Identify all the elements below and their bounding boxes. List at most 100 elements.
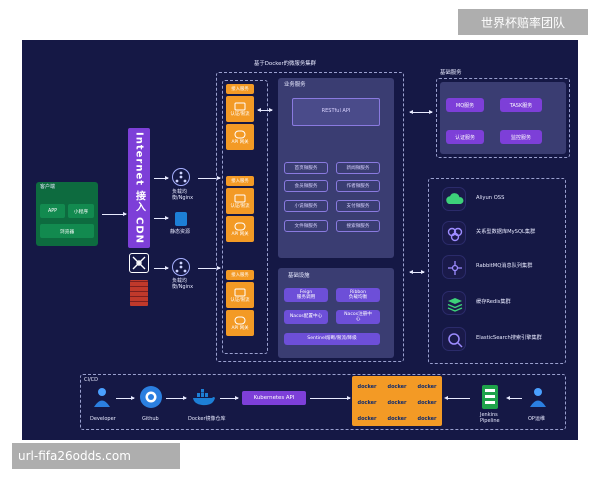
base-service-auth: 认证服务 xyxy=(446,130,484,144)
arrow-lb2-gateway xyxy=(198,266,221,270)
restful-api-box xyxy=(292,98,380,126)
service-novel: 小说微服务 xyxy=(284,200,328,212)
developer-label: Developer xyxy=(90,416,116,422)
infrastructure-title: 基础设施 xyxy=(288,273,310,279)
github-icon xyxy=(140,386,162,408)
docker-cell-6: docker xyxy=(417,400,437,406)
service-member: 会员微服务 xyxy=(284,180,328,192)
arrow-lb1-gateway xyxy=(198,176,221,180)
load-balancer-icon-2 xyxy=(172,258,190,276)
gateway-2-auth-icon xyxy=(234,194,246,202)
service-file: 文件微服务 xyxy=(284,220,328,232)
arrow-github-docker xyxy=(166,396,187,400)
arrow-cdn-static xyxy=(154,216,169,220)
gateway-1-access: 接入服务 xyxy=(226,84,254,94)
docker-cell-2: docker xyxy=(387,384,407,390)
middleware-row-rabbitmq: RabbitMQ消息队列集群 xyxy=(438,254,562,280)
github-label: Github xyxy=(142,416,159,422)
cicd-frame xyxy=(80,374,566,430)
gateway-1-link-icon xyxy=(234,130,246,138)
base-service-task: TASK服务 xyxy=(500,98,542,112)
docker-cluster-title: 基于Docker的微服务集群 xyxy=(254,61,316,67)
service-search: 搜索微服务 xyxy=(336,220,380,232)
docker-whale-icon xyxy=(192,387,216,407)
gateway-3-api: API 网关 xyxy=(226,310,254,336)
docker-cell-1: docker xyxy=(357,384,377,390)
jenkins-icon xyxy=(480,384,500,410)
docker-container-grid: docker docker docker docker docker docke… xyxy=(352,376,442,426)
jenkins-label: Jenkins xyxy=(480,412,498,418)
gateway-group-3: 接入服务 认证/限流 API 网关 xyxy=(226,270,254,348)
restful-api-label: RESTful API xyxy=(321,108,351,114)
gateway-2-api-label: API 网关 xyxy=(231,231,249,237)
docker-cell-7: docker xyxy=(357,416,377,422)
gateway-2-auth: 认证/限流 xyxy=(226,188,254,214)
arrow-cluster-base xyxy=(409,110,433,114)
watermark-top: 世界杯赔率团队 xyxy=(458,9,588,35)
gateway-1-auth: 认证/限流 xyxy=(226,96,254,122)
middleware-label-redis: 缓存Redis集群 xyxy=(476,299,511,305)
cdn-firewall-icon xyxy=(130,280,148,306)
cache-icon xyxy=(442,291,466,315)
feign-box: Feign 服务调用 xyxy=(284,288,328,302)
lb1-label-2: 衡/Nginx xyxy=(172,195,194,201)
gateway-1-api-label: API 网关 xyxy=(231,139,249,145)
arrow-k8s-docker-cluster xyxy=(310,396,351,400)
arrow-jenkins-docker-head xyxy=(444,396,448,400)
client-app: APP xyxy=(40,204,65,218)
middleware-label-rabbitmq: RabbitMQ消息队列集群 xyxy=(476,263,533,269)
watermark-bottom: url-fifa26odds.com xyxy=(12,443,180,469)
middleware-row-mysql: 关系型数据库MySQL集群 xyxy=(438,220,562,246)
ops-label: OP运维 xyxy=(528,416,545,422)
lb2-label-2: 衡/Nginx xyxy=(172,284,194,290)
gateway-3-link-icon xyxy=(234,316,246,324)
cicd-title: CI/CD xyxy=(84,377,98,383)
middleware-row-redis: 缓存Redis集群 xyxy=(438,290,562,316)
developer-icon xyxy=(92,386,112,408)
search-engine-icon xyxy=(442,327,466,351)
gateway-2-access: 接入服务 xyxy=(226,176,254,186)
nacos-registry-label: Nacos注册中 xyxy=(344,311,372,317)
arrow-jenkins-docker xyxy=(446,398,470,399)
base-service-monitor: 监控服务 xyxy=(500,130,542,144)
database-icon xyxy=(442,221,466,245)
architecture-diagram: 客户端 APP 小程序 浏览器 Internet 接入 CDN 负载均 衡/Ng… xyxy=(22,40,578,440)
lb1-label-1: 负载均 xyxy=(172,189,188,195)
docker-cell-5: docker xyxy=(387,400,407,406)
gateway-3-auth: 认证/限流 xyxy=(226,282,254,308)
arrow-ops-jenkins xyxy=(508,398,522,399)
nacos-registry-box: Nacos注册中 心 xyxy=(336,310,380,324)
ops-engineer-icon xyxy=(528,386,548,408)
feign-sublabel: 服务调用 xyxy=(296,295,316,300)
arrow-dev-github xyxy=(116,396,135,400)
feign-label: Feign xyxy=(299,289,313,295)
client-miniprogram: 小程序 xyxy=(68,204,94,218)
docker-cell-4: docker xyxy=(357,400,377,406)
middleware-row-es: ElasticSearch搜索引擎集群 xyxy=(438,326,562,352)
gateway-3-access: 接入服务 xyxy=(226,270,254,280)
lb2-label-1: 负载均 xyxy=(172,278,188,284)
static-resource-label: 静态资源 xyxy=(170,229,191,235)
gateway-1-auth-label: 认证/限流 xyxy=(230,111,250,117)
arrow-cdn-lb2 xyxy=(154,266,169,270)
docker-cell-3: docker xyxy=(417,384,437,390)
middleware-label-es: ElasticSearch搜索引擎集群 xyxy=(476,335,542,341)
arrow-docker-k8s xyxy=(220,396,239,400)
pipeline-label: Pipeline xyxy=(480,418,500,424)
ribbon-sublabel: 负载均衡 xyxy=(348,295,368,300)
gateway-1-auth-icon xyxy=(234,102,246,110)
gateway-1-api: API 网关 xyxy=(226,124,254,150)
middleware-row-oss: Aliyun OSS xyxy=(438,186,562,212)
docker-repo-label: Docker镜像仓库 xyxy=(188,416,226,422)
base-services-title: 基础服务 xyxy=(440,70,462,76)
gateway-column-frame xyxy=(222,80,268,354)
middleware-label-oss: Aliyun OSS xyxy=(476,195,505,201)
nacos-registry-sublabel: 心 xyxy=(355,317,361,322)
cloud-icon xyxy=(442,187,466,211)
arrow-gateway-business xyxy=(257,108,273,112)
gateway-group-2: 接入服务 认证/限流 API 网关 xyxy=(226,176,254,254)
middleware-frame xyxy=(428,178,566,364)
gateway-3-api-label: API 网关 xyxy=(231,325,249,331)
service-news: 新闻微服务 xyxy=(336,162,380,174)
gateway-3-auth-icon xyxy=(234,288,246,296)
